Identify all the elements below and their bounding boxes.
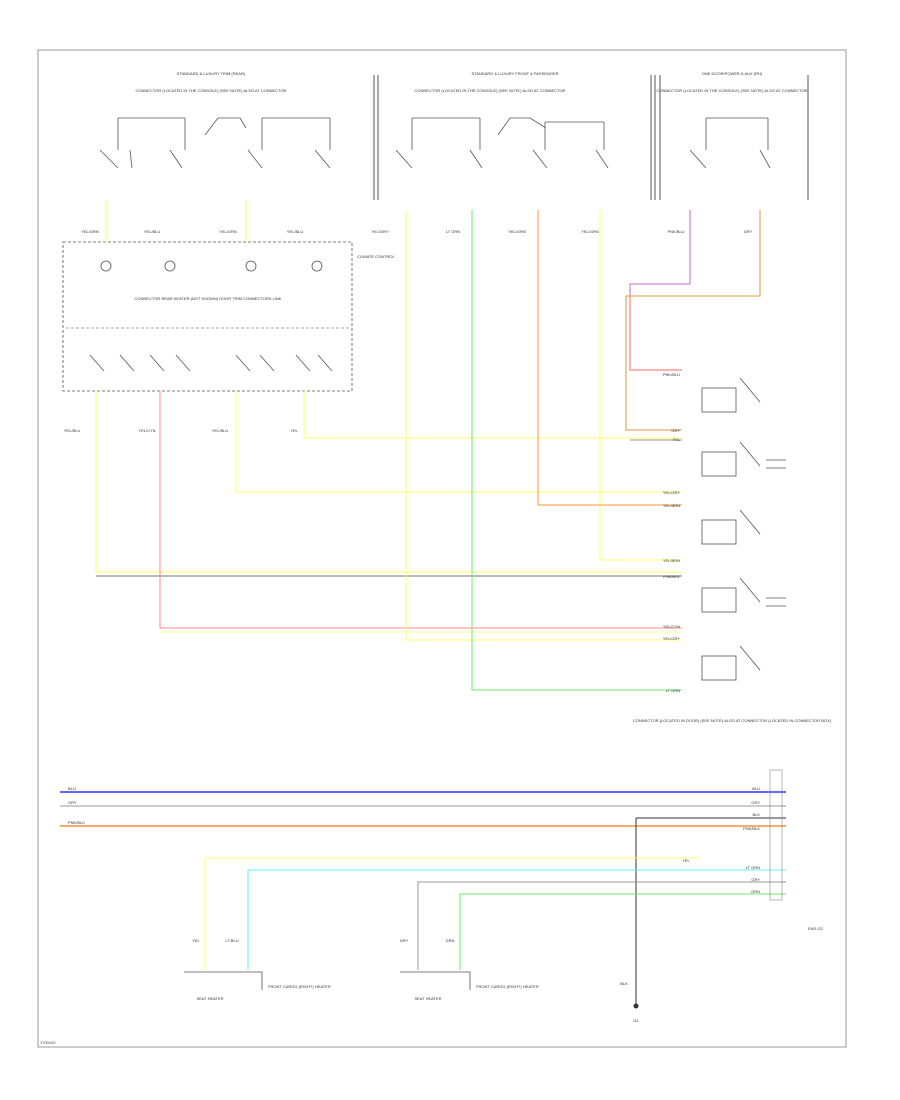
- bottom-wire-labels: YEL LT BLU GRY GRN YEL: [192, 858, 690, 943]
- right-connectors: [701, 377, 786, 681]
- svg-text:YEL/CYN: YEL/CYN: [138, 428, 155, 433]
- bottom-connector: [769, 769, 783, 901]
- ground-number: G1: [633, 1018, 639, 1023]
- left-component-desc: FRONT CARGO (RIGHT) HEATER: [268, 984, 331, 989]
- section-dividers: [373, 75, 809, 200]
- header-one-door: ONE DOOR/POWER & AUX (RH): [702, 71, 763, 76]
- svg-text:YEL: YEL: [290, 428, 298, 433]
- mid-wire-labels: YEL/BLU YEL/CYN YEL/BLU YEL: [64, 428, 299, 433]
- ground-symbol: [633, 1003, 639, 1009]
- svg-text:PNK/BLU: PNK/BLU: [663, 372, 680, 377]
- lower-connector-note: CONNECTOR (LOCATED IN DOOR) (SEE NOTE) A…: [633, 718, 832, 723]
- svg-text:YEL/BLU: YEL/BLU: [144, 229, 161, 234]
- module-label: CLIMATE CONTROL: [357, 254, 395, 259]
- svg-text:PNK/BLK: PNK/BLK: [743, 826, 760, 831]
- climate-module-box: [62, 241, 353, 392]
- note-one-connector: CONNECTOR (LOCATED IN THE CONSOLE) (SEE …: [657, 88, 808, 93]
- svg-text:YEL/CYN: YEL/CYN: [663, 624, 680, 629]
- ground-wire-label: BLK: [620, 981, 628, 986]
- svg-text:GRY: GRY: [751, 800, 760, 805]
- svg-text:YEL/GRN: YEL/GRN: [508, 229, 526, 234]
- svg-text:YEL/GRY: YEL/GRY: [663, 490, 681, 495]
- svg-text:YEL/GRN: YEL/GRN: [81, 229, 99, 234]
- header-front: STANDARD & LUXURY FRONT & PASSENGER: [472, 71, 559, 76]
- revision-number: 1700102: [40, 1040, 56, 1045]
- right-wire-labels: GRY YEL YEL/GRY YEL/BRN YEL/BRN PNK/BLK …: [663, 372, 681, 693]
- svg-text:BLU: BLU: [752, 786, 760, 791]
- module-note: CONNECTOR REAR HEATER (NOT SHOWN) DOOR T…: [135, 296, 282, 301]
- top-switch-groups: [99, 117, 771, 169]
- svg-text:YEL: YEL: [672, 437, 680, 442]
- svg-text:BLU: BLU: [68, 786, 76, 791]
- mid-component-desc: FRONT CARGO (RIGHT) HEATER: [476, 984, 539, 989]
- svg-text:YEL/BRN: YEL/BRN: [663, 558, 680, 563]
- svg-text:PNK/BLU: PNK/BLU: [667, 229, 684, 234]
- svg-text:LT GRN: LT GRN: [446, 229, 460, 234]
- svg-text:BLK: BLK: [752, 812, 760, 817]
- bottom-components: [184, 971, 471, 990]
- svg-text:GRN: GRN: [446, 938, 455, 943]
- svg-text:YEL/GRY: YEL/GRY: [371, 229, 389, 234]
- svg-text:YEL/GRN: YEL/GRN: [581, 229, 599, 234]
- mid-switch-label: SEAT HEATER: [414, 996, 441, 1001]
- svg-text:GRY: GRY: [751, 877, 760, 882]
- module-switches: [89, 354, 333, 372]
- wires: [60, 200, 786, 1004]
- svg-text:GRN: GRN: [751, 889, 760, 894]
- svg-text:YEL/BLU: YEL/BLU: [64, 428, 81, 433]
- svg-text:GRY: GRY: [68, 800, 77, 805]
- svg-text:GRY: GRY: [400, 938, 409, 943]
- note-rear-connector: CONNECTOR (LOCATED IN THE CONSOLE) (SEE …: [136, 88, 287, 93]
- bottom-left-labels: BLU GRY PNK/BLK: [68, 786, 85, 825]
- svg-text:PNK/BLK: PNK/BLK: [68, 820, 85, 825]
- top-wire-labels: YEL/GRN YEL/BLU YEL/GRN YEL/BLU YEL/GRY …: [81, 229, 752, 234]
- svg-text:YEL/BRN: YEL/BRN: [663, 503, 680, 508]
- bottom-right-labels: BLU GRY BLK PNK/BLK LT GRN GRY GRN: [743, 786, 760, 894]
- left-switch-label: SEAT HEATER: [196, 996, 223, 1001]
- svg-text:LT GRN: LT GRN: [666, 688, 680, 693]
- svg-text:YEL: YEL: [192, 938, 200, 943]
- svg-text:YEL/BLU: YEL/BLU: [212, 428, 229, 433]
- svg-text:YEL/BLU: YEL/BLU: [287, 229, 304, 234]
- module-lamps: [100, 260, 323, 272]
- diagram-frame: [37, 49, 847, 1048]
- diagram-code: ENS-G2: [808, 926, 824, 931]
- svg-text:GRY: GRY: [671, 428, 680, 433]
- svg-text:PNK/BLK: PNK/BLK: [663, 574, 680, 579]
- svg-text:YEL/GRY: YEL/GRY: [663, 636, 681, 641]
- svg-text:LT BLU: LT BLU: [225, 938, 238, 943]
- svg-text:GRY: GRY: [744, 229, 753, 234]
- note-front-connector: CONNECTOR (LOCATED IN THE CONSOLE) (SEE …: [415, 88, 566, 93]
- header-rear: STANDARD & LUXURY TRIM (REAR): [177, 71, 246, 76]
- svg-text:YEL/GRN: YEL/GRN: [219, 229, 237, 234]
- svg-text:YEL: YEL: [682, 858, 690, 863]
- svg-text:LT GRN: LT GRN: [746, 865, 760, 870]
